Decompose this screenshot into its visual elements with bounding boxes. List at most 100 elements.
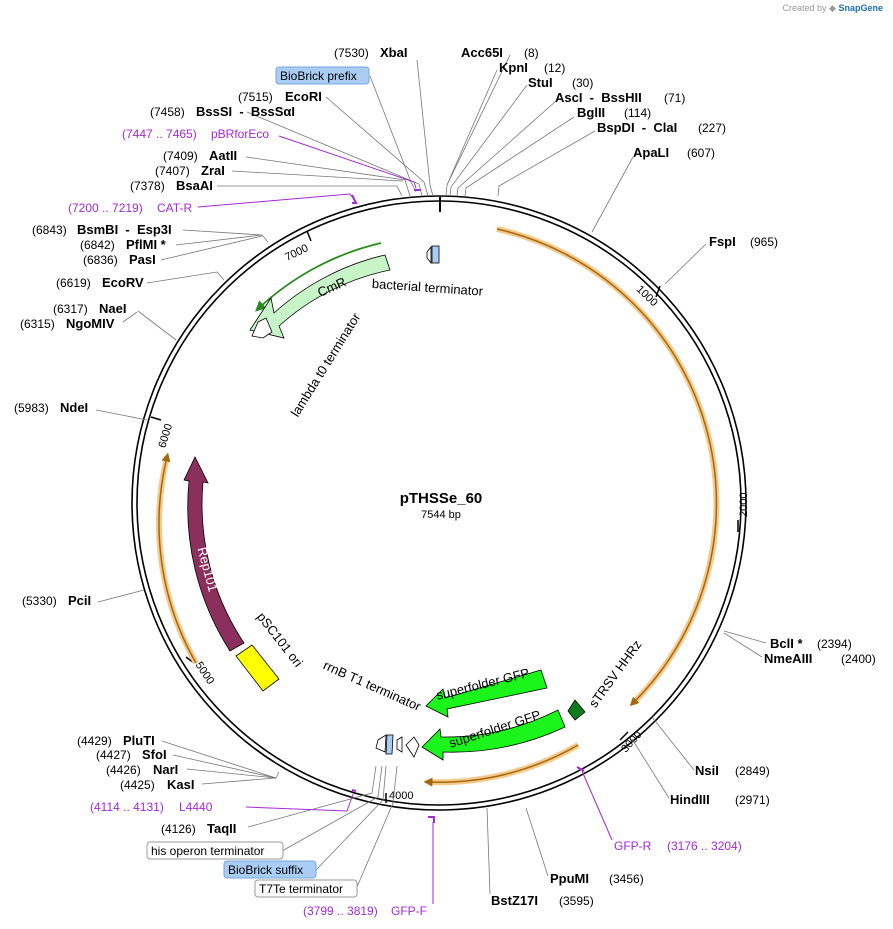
- enzyme-pos-ngomiv: (6315): [20, 317, 55, 331]
- rep101-feature: [183, 456, 245, 652]
- primer-name-pbrforeco: pBRforEco: [211, 127, 269, 141]
- enzyme-name-nmeaiii: NmeAIII: [764, 651, 812, 666]
- primer-mark-gfp-f: [428, 816, 435, 823]
- psc101-ori-feature: [235, 644, 280, 692]
- primer-mark-l4440: [351, 789, 357, 792]
- primer-name-cat-r: CAT-R: [157, 201, 192, 215]
- tick-label-3000: 3000: [619, 729, 644, 755]
- enzyme-name-zrai: ZraI: [201, 163, 225, 178]
- tick-label-7000: 7000: [283, 242, 310, 264]
- enzyme-name-ecori: EcoRI: [285, 89, 322, 104]
- biobrick-prefix-box: [275, 66, 370, 85]
- enzyme-pos-bglii: (114): [624, 106, 651, 120]
- plasmid-name: pTHSSe_60: [400, 490, 483, 507]
- tick-7000: [306, 230, 312, 242]
- enzyme-pos-apali: (607): [687, 146, 715, 160]
- enzyme-name-apali: ApaLI: [633, 145, 669, 160]
- primer-range-pbrforeco: (7447 .. 7465): [122, 127, 197, 141]
- biobrick-prefix-label: BioBrick prefix: [280, 69, 357, 83]
- enzyme-name-bspdi: BspDI - ClaI: [597, 120, 677, 135]
- primer-range-gfp-f: (3799 .. 3819): [303, 904, 378, 918]
- enzyme-name-nari: NarI: [153, 762, 178, 777]
- enzyme-name-ndei: NdeI: [60, 400, 88, 415]
- tick-label-4000: 4000: [389, 790, 413, 802]
- enzyme-name-naei: NaeI: [99, 301, 126, 316]
- enzyme-name-stui: StuI: [528, 75, 553, 90]
- enzyme-name-xbai: XbaI: [380, 45, 407, 60]
- cmr-label: CmR: [315, 274, 348, 300]
- enzyme-labels: (7530) XbaI Acc65I (8) KpnI (12) StuI (3…: [14, 45, 876, 908]
- enzyme-name-pluti: PluTI: [123, 733, 155, 748]
- backbone-outer-ring: [131, 195, 747, 811]
- enzyme-pos-nari: (4426): [106, 763, 141, 777]
- enzyme-pos-bsssi: (7458): [150, 105, 185, 119]
- orf-arcs: [155, 226, 720, 787]
- primer-leader-lines: [197, 135, 613, 904]
- enzyme-pos-ecori: (7515): [238, 90, 273, 104]
- enzyme-name-bstz17i: BstZ17I: [491, 893, 538, 908]
- lambda-t0-label: lambda t0 terminator: [288, 310, 364, 420]
- superfolder-gfp-1-feature: [425, 669, 548, 718]
- primer-labels: (7447 .. 7465) pBRforEco (7200 .. 7219) …: [68, 127, 742, 918]
- enzyme-name-bsssi: BssSI - BssSαI: [196, 104, 295, 119]
- his-operon-box: [146, 841, 284, 860]
- enzyme-name-nsii: NsiI: [695, 763, 719, 778]
- enzyme-pos-pcii: (5330): [22, 594, 57, 608]
- boxed-labels: BioBrick prefix his operon terminator Bi…: [146, 66, 370, 898]
- biobrick-prefix-feature: [431, 245, 440, 264]
- snapgene-brand: SnapGene: [838, 3, 883, 13]
- enzyme-pos-bcli: (2394): [817, 637, 852, 651]
- enzyme-pos-xbai: (7530): [334, 46, 369, 60]
- tick-3000: [619, 731, 629, 741]
- enzyme-name-fspi: FspI: [709, 234, 736, 249]
- enzyme-pos-taqii: (4126): [161, 822, 196, 836]
- orf-arc-bottom: [423, 744, 579, 787]
- enzyme-name-pcii: PciI: [68, 593, 91, 608]
- superfolder-gfp-2-feature: [421, 709, 566, 761]
- tick-6000: [150, 416, 162, 421]
- enzyme-pos-pflmi: (6842): [80, 238, 115, 252]
- enzyme-name-bsmbi: BsmBI - Esp3I: [77, 222, 172, 237]
- enzyme-pos-ppumi: (3456): [609, 872, 644, 886]
- enzyme-name-kpni: KpnI: [499, 60, 528, 75]
- biobrick-suffix-label: BioBrick suffix: [228, 863, 303, 877]
- primer-name-l4440: L4440: [179, 800, 213, 814]
- primer-mark-gfp-r: [576, 766, 585, 772]
- his-operon-label: his operon terminator: [151, 844, 264, 858]
- enzyme-pos-kpni: (12): [544, 61, 565, 75]
- primer-mark-cat-r: [351, 194, 358, 204]
- strsv-hhrz-feature: [567, 699, 586, 721]
- plasmid-title: pTHSSe_60 7544 bp: [400, 490, 483, 521]
- created-by-text: Created by: [782, 3, 827, 13]
- leader-lines: [95, 54, 767, 895]
- enzyme-pos-stui: (30): [572, 76, 593, 90]
- t7te-terminator-feature: [375, 734, 387, 753]
- enzyme-name-ngomiv: NgoMIV: [66, 316, 115, 331]
- credit-line: Created by ◆ SnapGene: [783, 3, 884, 14]
- enzyme-name-taqii: TaqII: [207, 821, 236, 836]
- rrnb-t1-terminator-feature: [405, 736, 420, 758]
- snapgene-logo-icon: ◆: [829, 3, 836, 13]
- enzyme-name-ecorv: EcoRV: [102, 275, 144, 290]
- enzyme-name-pflmi: PflMI *: [126, 237, 167, 252]
- enzyme-pos-nsii: (2849): [735, 764, 770, 778]
- tick-label-6000: 6000: [156, 422, 175, 449]
- enzyme-name-asci: AscI - BssHII: [555, 90, 642, 105]
- enzyme-pos-sfoi: (4427): [96, 748, 131, 762]
- t7te-label: T7Te terminator: [259, 882, 343, 896]
- enzyme-name-bcli: BclI *: [770, 636, 803, 651]
- cmr-orf-arc: [255, 242, 382, 312]
- orf-arc-right: [496, 228, 718, 707]
- orf-arc-left: [158, 452, 197, 664]
- primer-name-gfp-f: GFP-F: [391, 904, 427, 918]
- tick-1000: [655, 285, 661, 298]
- enzyme-name-bsaai: BsaAI: [176, 178, 213, 193]
- rrnb-t1-label: rrnB T1 terminator: [321, 657, 424, 714]
- bacterial-terminator-label: bacterial terminator: [371, 276, 484, 299]
- enzyme-pos-kasi: (4425): [120, 778, 155, 792]
- enzyme-name-sfoi: SfoI: [142, 747, 167, 762]
- enzyme-pos-asci: (71): [664, 91, 685, 105]
- enzyme-pos-zrai: (7407): [155, 164, 190, 178]
- lambda-t0-feature: [251, 317, 273, 339]
